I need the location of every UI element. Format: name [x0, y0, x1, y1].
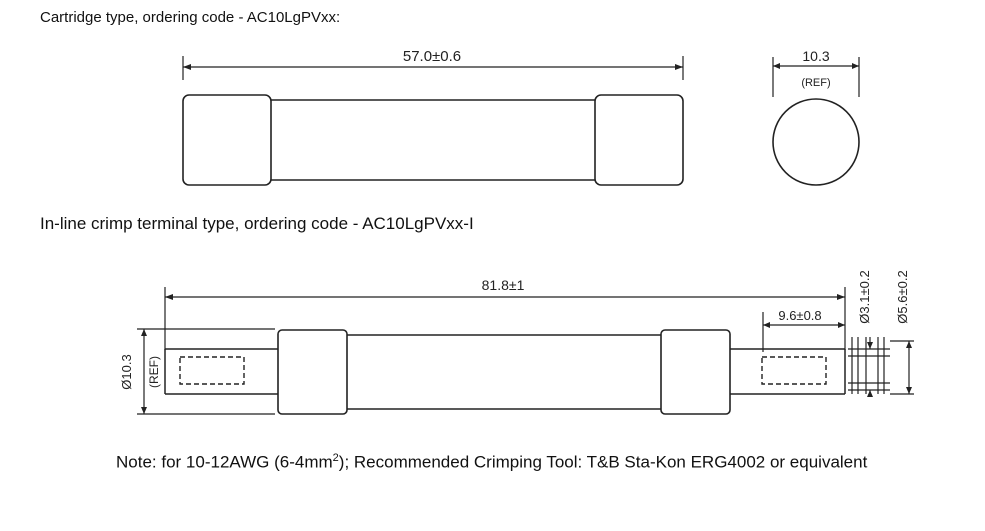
cartridge-end-view-circle — [772, 98, 860, 186]
terminal-length-label: 9.6±0.8 — [778, 308, 821, 323]
inline-length-label: 81.8±1 — [482, 277, 525, 293]
cartridge-diameter-dimension — [772, 57, 860, 97]
inline-length-dimension — [164, 287, 846, 350]
inline-fuse-body — [277, 329, 731, 415]
note-prefix: Note: for 10-12AWG (6-4mm — [116, 452, 333, 472]
terminal-length-dimension — [762, 312, 845, 352]
body-diameter-dimension — [137, 328, 275, 415]
body-diameter-label: Ø10.3 — [119, 354, 134, 389]
cartridge-heading: Cartridge type, ordering code - AC10LgPV… — [40, 9, 341, 26]
outer-diameter-label: Ø5.6±0.2 — [895, 270, 910, 323]
cartridge-fuse-body — [182, 94, 684, 186]
cartridge-diameter-ref: (REF) — [801, 77, 830, 89]
terminal-end-view — [848, 337, 914, 397]
cartridge-length-dimension — [182, 56, 684, 80]
note-superscript: 2 — [332, 452, 339, 464]
note-suffix: ); Recommended Crimping Tool: T&B Sta-Ko… — [338, 452, 868, 472]
crimping-note: Note: for 10-12AWG (6-4mm2); Recommended… — [116, 452, 867, 473]
cartridge-length-label: 57.0±0.6 — [403, 48, 461, 65]
inner-diameter-label: Ø3.1±0.2 — [857, 270, 872, 323]
body-diameter-ref: (REF) — [147, 356, 161, 388]
cartridge-diameter-label: 10.3 — [802, 48, 829, 64]
inline-heading: In-line crimp terminal type, ordering co… — [40, 214, 474, 233]
right-crimp-terminal — [730, 348, 846, 395]
left-crimp-terminal — [164, 348, 278, 395]
